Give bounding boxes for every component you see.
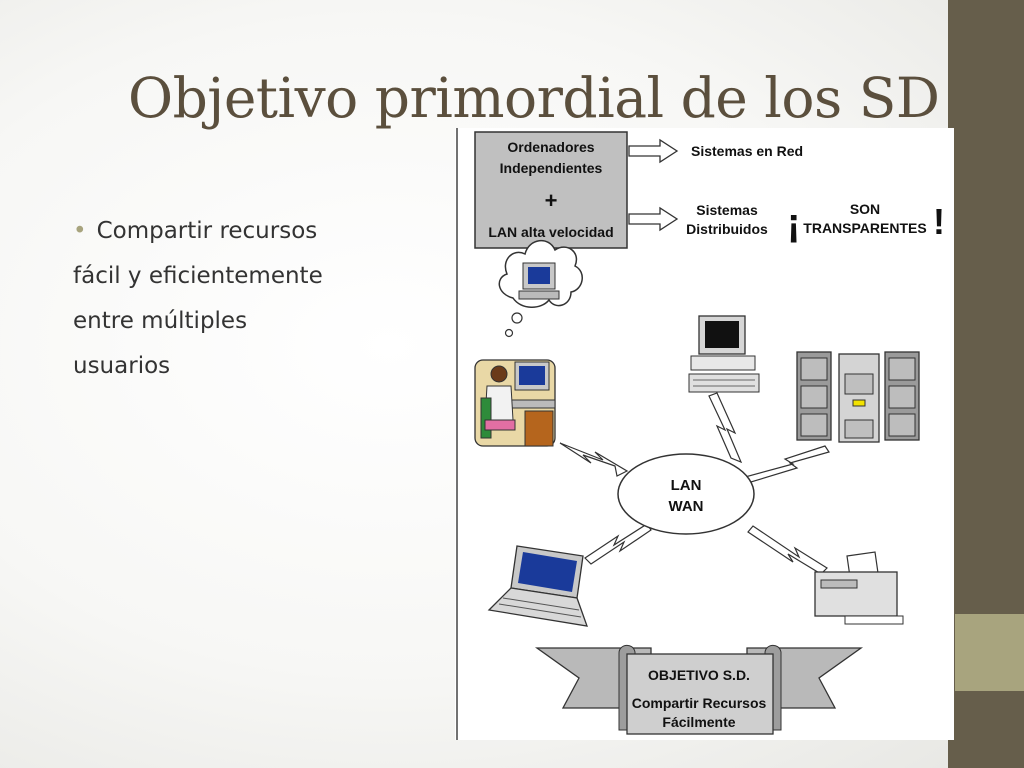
bullet-line-2: fácil y eficientemente	[73, 263, 323, 289]
arrow-to-distributed-systems	[628, 206, 679, 232]
laptop-icon	[487, 545, 588, 627]
label-lan: LAN	[671, 477, 702, 494]
bullet-line-3: entre múltiples	[73, 308, 248, 334]
link-laptop	[584, 523, 652, 565]
label-sistemas-en-red: Sistemas en Red	[691, 143, 803, 159]
label-sistemas: Sistemas	[696, 202, 758, 218]
box-line-lan: LAN alta velocidad	[488, 224, 613, 240]
label-son: SON	[850, 201, 880, 217]
box-plus-sign: +	[545, 188, 558, 213]
label-transparentes: TRANSPARENTES	[803, 220, 926, 236]
link-file-server	[743, 445, 830, 483]
banner-facilmente: Fácilmente	[662, 714, 735, 730]
box-line-ordenadores: Ordenadores	[507, 139, 594, 155]
box-line-independientes: Independientes	[500, 160, 603, 176]
bullet-text-1: Compartir recursos	[96, 218, 318, 244]
network-links	[559, 392, 830, 575]
exclamation-close: !	[933, 201, 945, 242]
printer-icon	[814, 551, 904, 625]
link-desktop-pc	[708, 392, 743, 464]
right-decor-accent	[955, 614, 1024, 691]
network-diagram: Ordenadores Independientes + LAN alta ve…	[455, 128, 954, 740]
banner-objetivo: OBJETIVO S.D.	[648, 667, 750, 683]
desktop-computer-icon	[688, 315, 760, 393]
bullet-line-4: usuarios	[73, 353, 171, 379]
file-server-icon	[796, 351, 920, 443]
objective-banner: OBJETIVO S.D. Compartir Recursos Fácilme…	[534, 644, 864, 735]
independent-computers-box: Ordenadores Independientes + LAN alta ve…	[474, 131, 628, 249]
label-wan: WAN	[669, 498, 704, 515]
label-distribuidos: Distribuidos	[686, 221, 768, 237]
link-printer	[747, 525, 828, 575]
exclamation-open: ¡	[787, 201, 800, 245]
bullet-line-1: • Compartir recursos	[73, 209, 403, 254]
thought-bubble-icon	[498, 240, 583, 338]
bullet-marker: •	[73, 218, 87, 244]
link-user-workstation	[559, 442, 629, 477]
lan-wan-cloud: LAN WAN	[617, 453, 755, 535]
bullet-paragraph: • Compartir recursos fácil y eficientemen…	[73, 209, 403, 389]
slide-title: Objetivo primordial de los SD	[128, 66, 940, 130]
arrow-to-network-systems	[628, 138, 679, 164]
network-diagram-svg: Ordenadores Independientes + LAN alta ve…	[456, 128, 945, 740]
user-workstation-icon	[474, 359, 556, 447]
banner-compartir: Compartir Recursos	[632, 695, 767, 711]
